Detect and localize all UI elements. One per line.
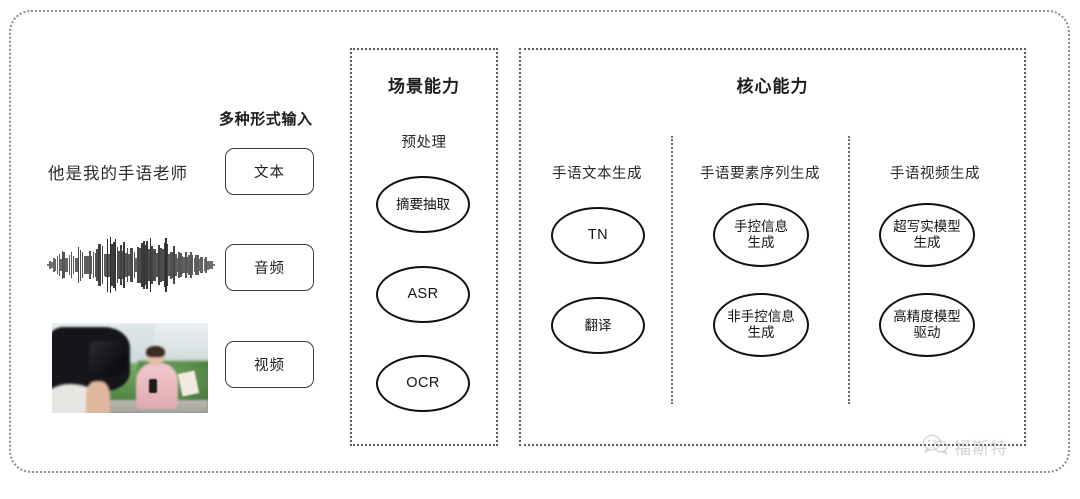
thumb-camera-lens (89, 341, 127, 377)
node-summary-extraction-label: 摘要抽取 (396, 196, 450, 212)
thumb-person-body (136, 362, 179, 410)
node-tn[interactable]: TN (551, 207, 645, 264)
video-thumbnail (52, 323, 208, 413)
input-button-audio[interactable]: 音频 (225, 244, 314, 291)
node-summary-extraction[interactable]: 摘要抽取 (376, 176, 470, 233)
core-capability-panel: 核心能力 手语文本生成 TN 翻译 手语要素序列生成 手控信息 生成 非手控信息… (519, 48, 1026, 446)
scene-panel-title: 场景能力 (388, 77, 460, 96)
watermark: 福斯特 (922, 433, 1008, 460)
outer-frame (9, 10, 1070, 473)
sample-sentence-text: 他是我的手语老师 (48, 165, 188, 183)
scene-capability-panel: 场景能力 预处理 摘要抽取 ASR OCR (350, 48, 498, 446)
input-button-audio-label: 音频 (254, 261, 285, 277)
input-section-header: 多种形式输入 (219, 111, 313, 128)
core-column-2-subtitle: 手语要素序列生成 (700, 166, 820, 182)
node-asr-label: ASR (407, 286, 439, 303)
core-panel-title: 核心能力 (736, 77, 809, 96)
node-tn-label: TN (587, 227, 609, 244)
node-ocr-label: OCR (406, 375, 440, 392)
input-button-text-label: 文本 (254, 165, 285, 181)
input-button-video-label: 视频 (254, 358, 285, 374)
node-hyper-realistic-model-generation[interactable]: 超写实模型 生成 (879, 203, 975, 267)
node-high-precision-model-driving-label: 高精度模型 驱动 (893, 309, 961, 340)
node-translation-label: 翻译 (584, 317, 612, 333)
input-button-text[interactable]: 文本 (225, 148, 314, 195)
node-translation[interactable]: 翻译 (551, 297, 645, 354)
core-column-3-subtitle: 手语视频生成 (890, 166, 980, 182)
watermark-text: 福斯特 (954, 439, 1008, 458)
audio-waveform (46, 232, 216, 298)
thumb-person-hair (145, 345, 166, 358)
node-high-precision-model-driving[interactable]: 高精度模型 驱动 (879, 293, 975, 357)
core-column-divider-2 (848, 136, 850, 404)
scene-panel-subtitle: 预处理 (401, 135, 447, 151)
node-manual-signal-generation-label: 手控信息 生成 (734, 219, 788, 250)
core-column-1-subtitle: 手语文本生成 (552, 166, 642, 182)
thumb-microphone (148, 378, 158, 394)
node-non-manual-signal-generation[interactable]: 非手控信息 生成 (713, 293, 809, 357)
node-manual-signal-generation[interactable]: 手控信息 生成 (713, 203, 809, 267)
node-asr[interactable]: ASR (376, 266, 470, 323)
thumb-operator-arm (86, 380, 110, 413)
wechat-bubbles-icon (922, 433, 948, 460)
core-column-divider-1 (671, 136, 673, 404)
node-non-manual-signal-generation-label: 非手控信息 生成 (727, 309, 795, 340)
node-ocr[interactable]: OCR (376, 355, 470, 412)
input-button-video[interactable]: 视频 (225, 341, 314, 388)
node-hyper-realistic-model-generation-label: 超写实模型 生成 (893, 219, 961, 250)
